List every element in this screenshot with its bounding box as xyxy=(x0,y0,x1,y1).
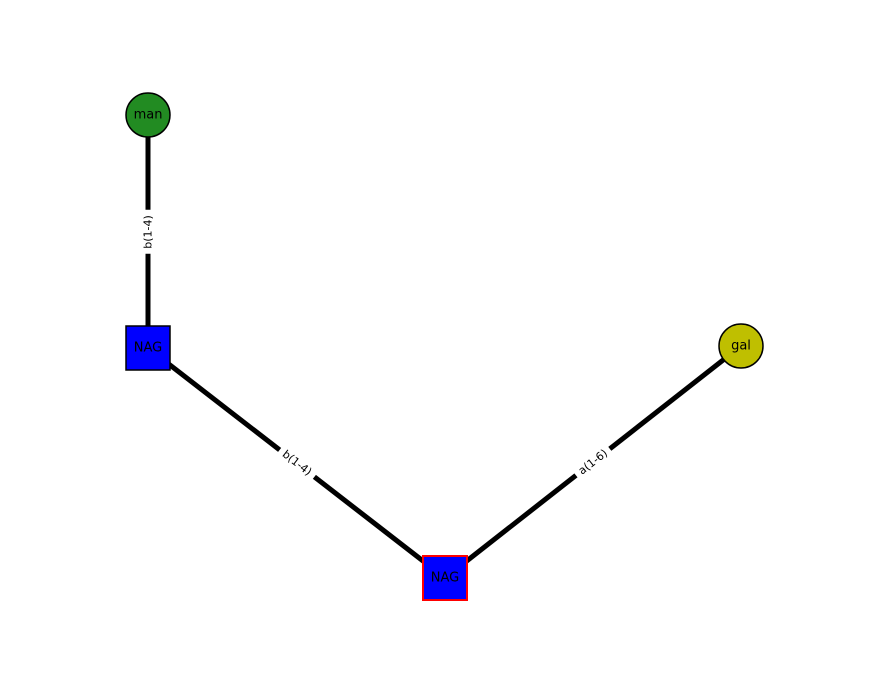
node-shape-nag2 xyxy=(422,555,468,601)
node-shape-nag1 xyxy=(125,325,171,371)
node-shape-man xyxy=(125,92,171,138)
edge-line-nag2-nag1 xyxy=(146,346,447,580)
edge-line-nag2-gal xyxy=(443,344,743,580)
node-shape-gal xyxy=(718,323,764,369)
